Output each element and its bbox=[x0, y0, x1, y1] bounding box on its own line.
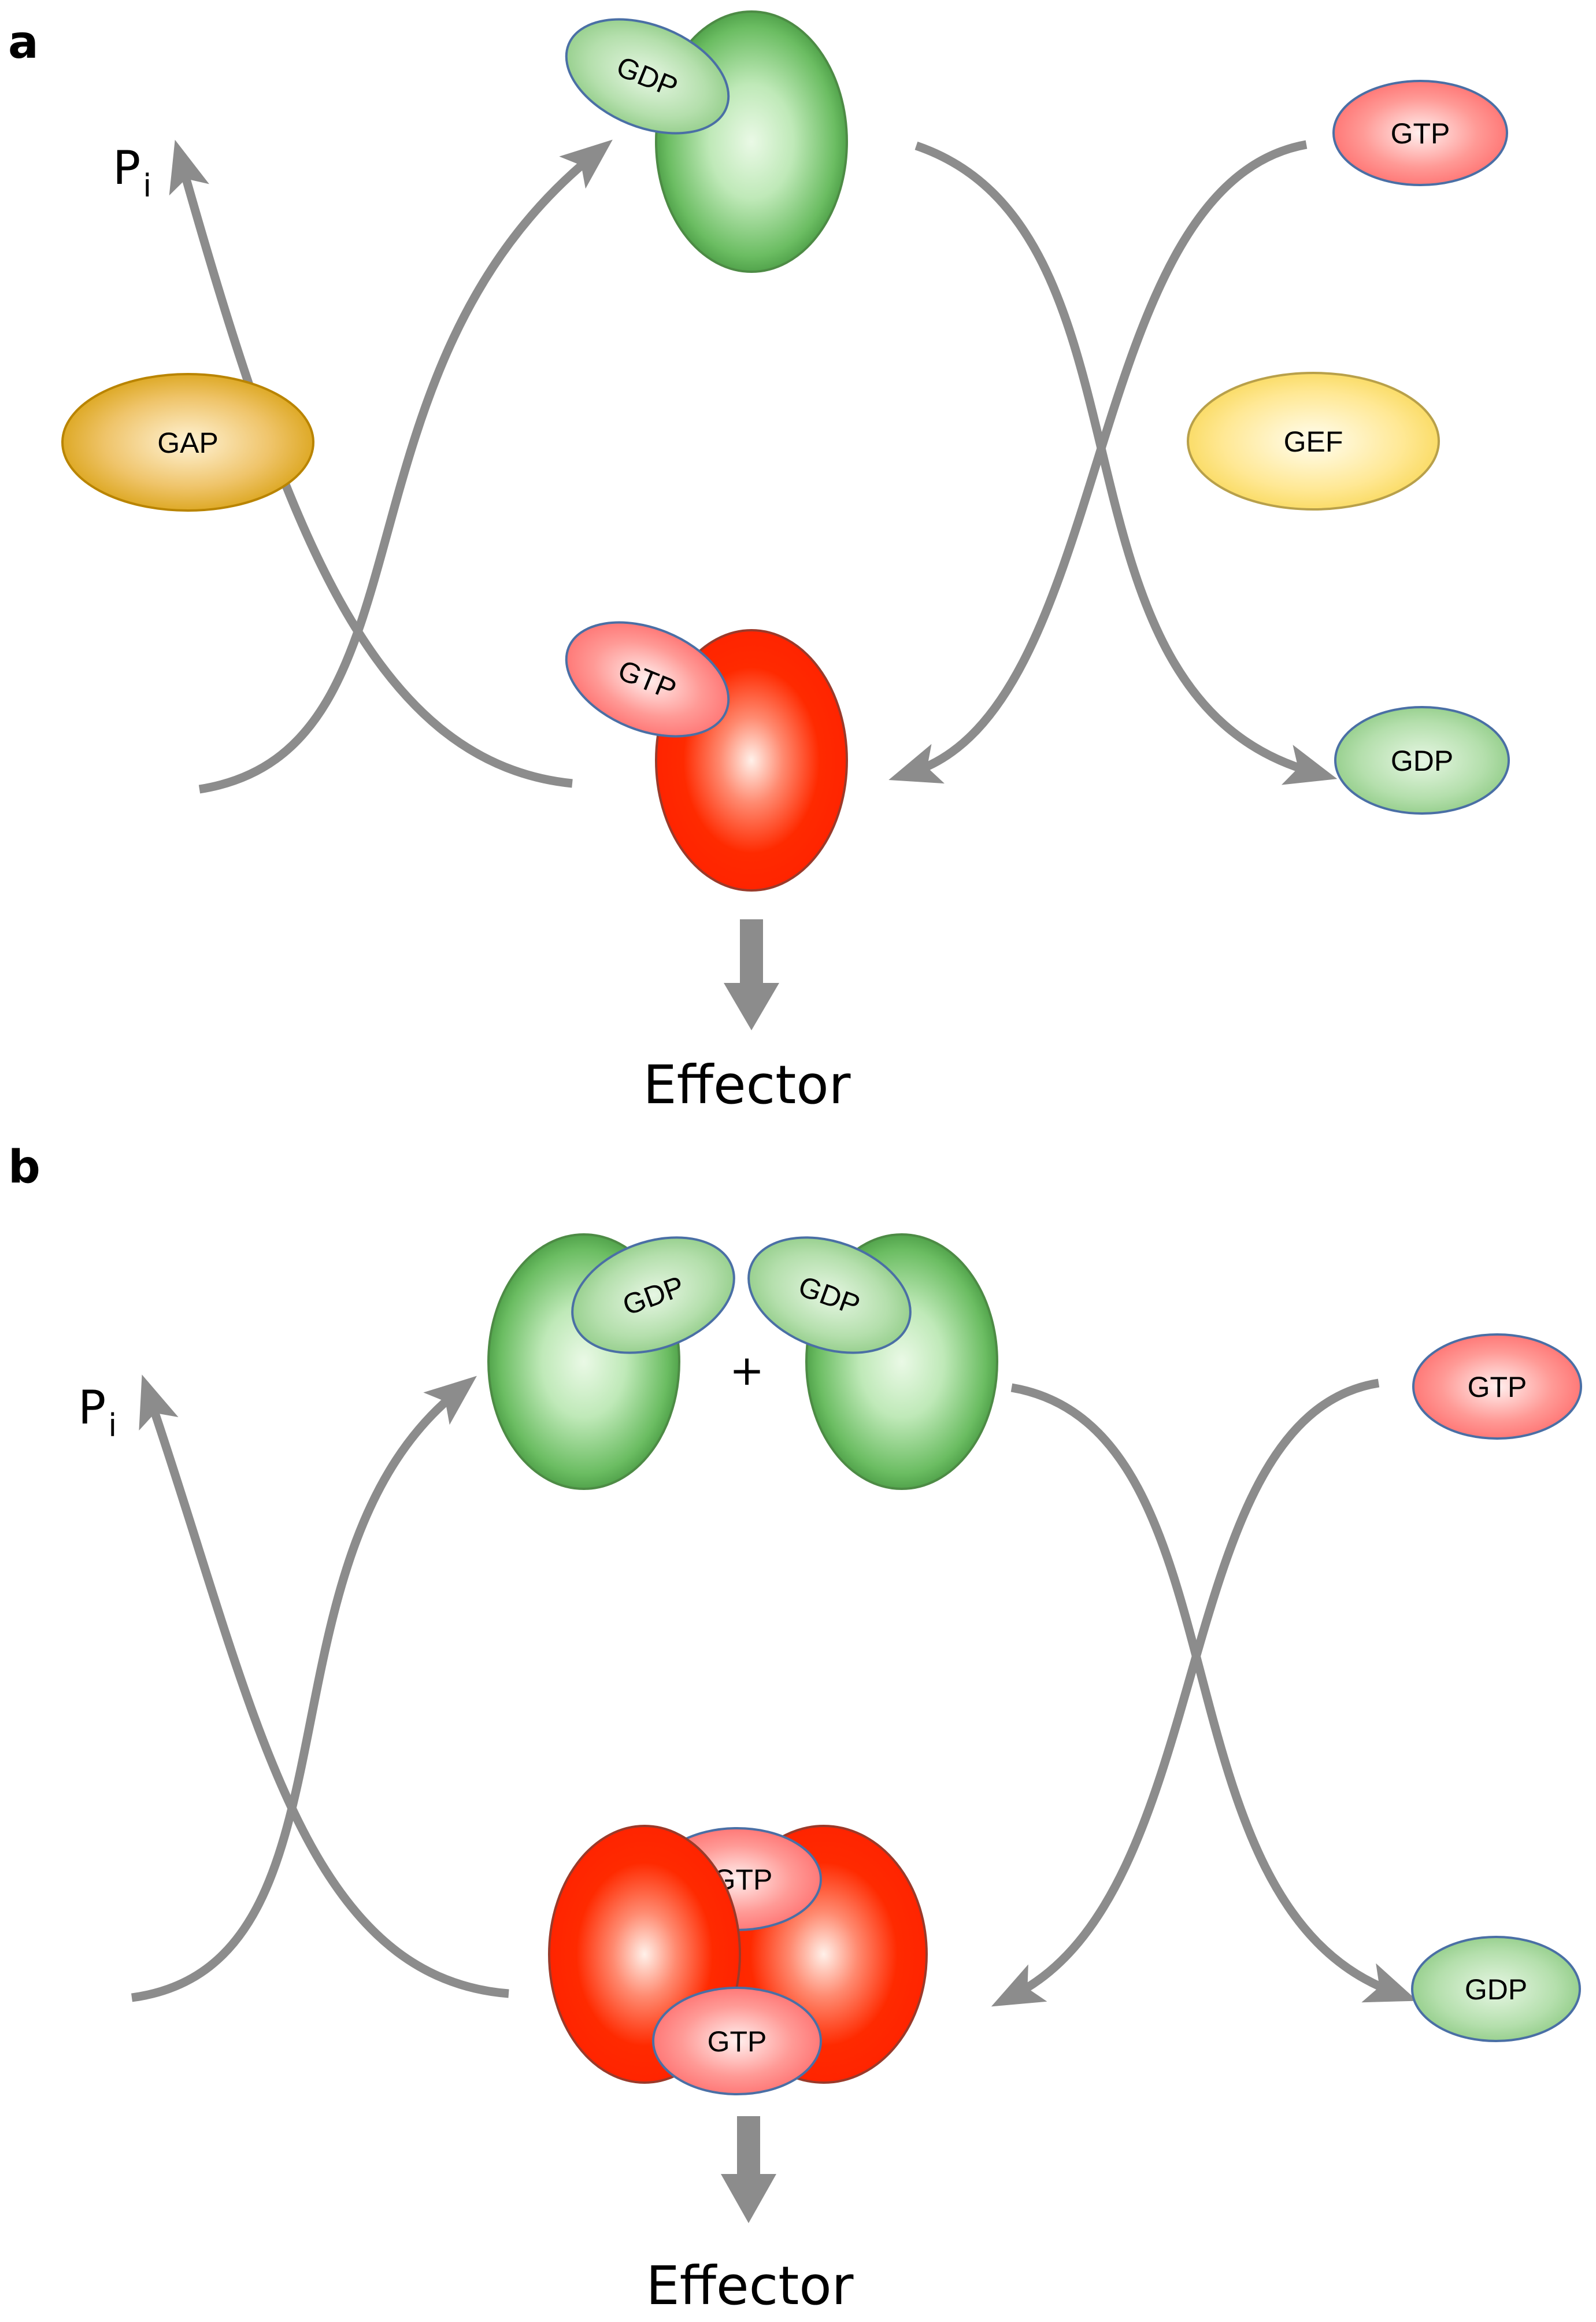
panel-a-arrows bbox=[169, 139, 1338, 794]
gap-enzyme: GAP bbox=[61, 373, 314, 512]
free-gdp-a: GDP bbox=[1334, 706, 1510, 815]
gtp-free-ellipse-b bbox=[1412, 1333, 1582, 1440]
arrow-a-gef-activation bbox=[914, 141, 1338, 785]
gef-ellipse bbox=[1187, 372, 1440, 511]
panel-b-label: b bbox=[8, 1141, 40, 1193]
arrow-a-gtp-loading bbox=[888, 140, 1308, 784]
gtp-free-label: GTP bbox=[1391, 117, 1450, 150]
inactive-gtpase-a: GDP bbox=[565, 10, 848, 273]
gdp-bound-nucleotide bbox=[565, 18, 730, 135]
arrow-b-gap-hydrolysis bbox=[139, 1374, 509, 1998]
gdp-bound-nucleotide-right bbox=[747, 1236, 912, 1354]
gdp-free-ellipse bbox=[1334, 706, 1510, 815]
free-gtp-b: GTP bbox=[1412, 1333, 1582, 1440]
arrow-a-return-inactive bbox=[198, 139, 613, 794]
active-gtpase-a: GTP bbox=[565, 621, 848, 892]
panel-b-arrows bbox=[131, 1374, 1418, 2007]
gdp-bound-nucleotide-left bbox=[571, 1236, 735, 1354]
gdp-free-ellipse-b bbox=[1411, 1936, 1581, 2042]
gtp-free-label-b: GTP bbox=[1468, 1371, 1527, 1403]
arrow-b-gtp-loading bbox=[991, 1378, 1380, 2007]
gdp-free-label: GDP bbox=[1391, 745, 1453, 777]
panel-a-label: a bbox=[8, 17, 39, 69]
effector-arrow-a bbox=[724, 919, 779, 1030]
plus-sign: + bbox=[730, 1346, 764, 1395]
gtp-bound-nucleotide bbox=[565, 621, 730, 738]
gtp-bound-nucleotide-bottom bbox=[652, 1987, 822, 2095]
arrow-b-return-inactive bbox=[131, 1376, 477, 2002]
free-gtp-a: GTP bbox=[1332, 80, 1508, 186]
gtp-bound-label-bottom: GTP bbox=[708, 2025, 767, 2058]
arrow-a-gap-hydrolysis bbox=[169, 139, 573, 788]
gdp-free-label-b: GDP bbox=[1465, 1973, 1527, 2006]
gef-enzyme: GEF bbox=[1187, 372, 1440, 511]
gap-ellipse bbox=[61, 373, 314, 512]
inactive-gtpase-b-left: GDP bbox=[487, 1233, 735, 1490]
free-gdp-b: GDP bbox=[1411, 1936, 1581, 2042]
effector-label-a: Effector bbox=[643, 1054, 851, 1116]
phosphate-label-b: Pi bbox=[78, 1381, 117, 1444]
gtp-free-ellipse bbox=[1332, 80, 1508, 186]
gap-label: GAP bbox=[157, 427, 219, 459]
active-gtpase-dimer-b: GTP GTP bbox=[548, 1825, 928, 2095]
gef-label: GEF bbox=[1284, 426, 1343, 458]
arrow-b-gef-activation bbox=[1010, 1383, 1418, 2003]
inactive-gtpase-b-right: GDP bbox=[747, 1233, 998, 1490]
effector-label-b: Effector bbox=[646, 2255, 854, 2317]
phosphate-label-a: Pi bbox=[113, 141, 151, 204]
effector-arrow-b bbox=[721, 2116, 776, 2223]
